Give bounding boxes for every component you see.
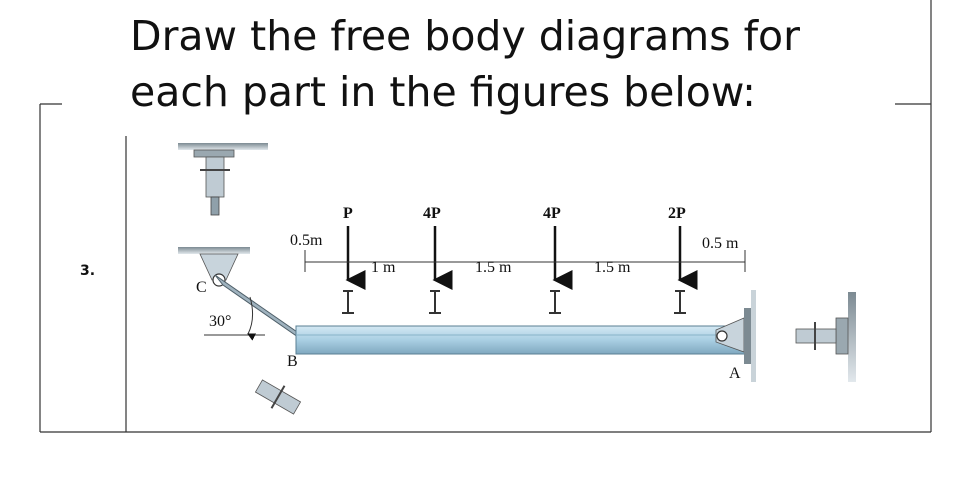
point-label-b: B <box>287 353 298 370</box>
load-label-p: P <box>343 205 353 222</box>
load-label-4p-1: 4P <box>423 205 441 222</box>
dim-label-0-5m-right: 0.5 m <box>702 235 739 252</box>
load-posts <box>342 290 686 314</box>
dim-label-1m: 1 m <box>371 259 396 276</box>
pin-detail-b <box>254 379 302 415</box>
angle-indicator <box>204 296 265 341</box>
angle-label: 30° <box>209 313 231 330</box>
pin-detail-c <box>178 143 268 216</box>
load-label-4p-2: 4P <box>543 205 561 222</box>
dimension-lines <box>304 250 746 272</box>
problem-number: 3. <box>80 263 96 279</box>
point-label-c: C <box>196 279 207 296</box>
dim-label-1-5m-1: 1.5 m <box>475 259 512 276</box>
pin-detail-a <box>795 292 856 382</box>
wall-support-a <box>715 290 756 382</box>
dim-label-1-5m-2: 1.5 m <box>594 259 631 276</box>
point-label-a: A <box>729 365 741 382</box>
dim-label-0-5m-left: 0.5m <box>290 232 323 249</box>
heading-line-2: each part in the figures below: <box>130 68 756 116</box>
load-arrows <box>345 226 698 290</box>
heading-line-1: Draw the free body diagrams for <box>130 12 800 60</box>
ceiling-support <box>178 247 250 287</box>
load-label-2p: 2P <box>668 205 686 222</box>
beam <box>295 325 747 355</box>
